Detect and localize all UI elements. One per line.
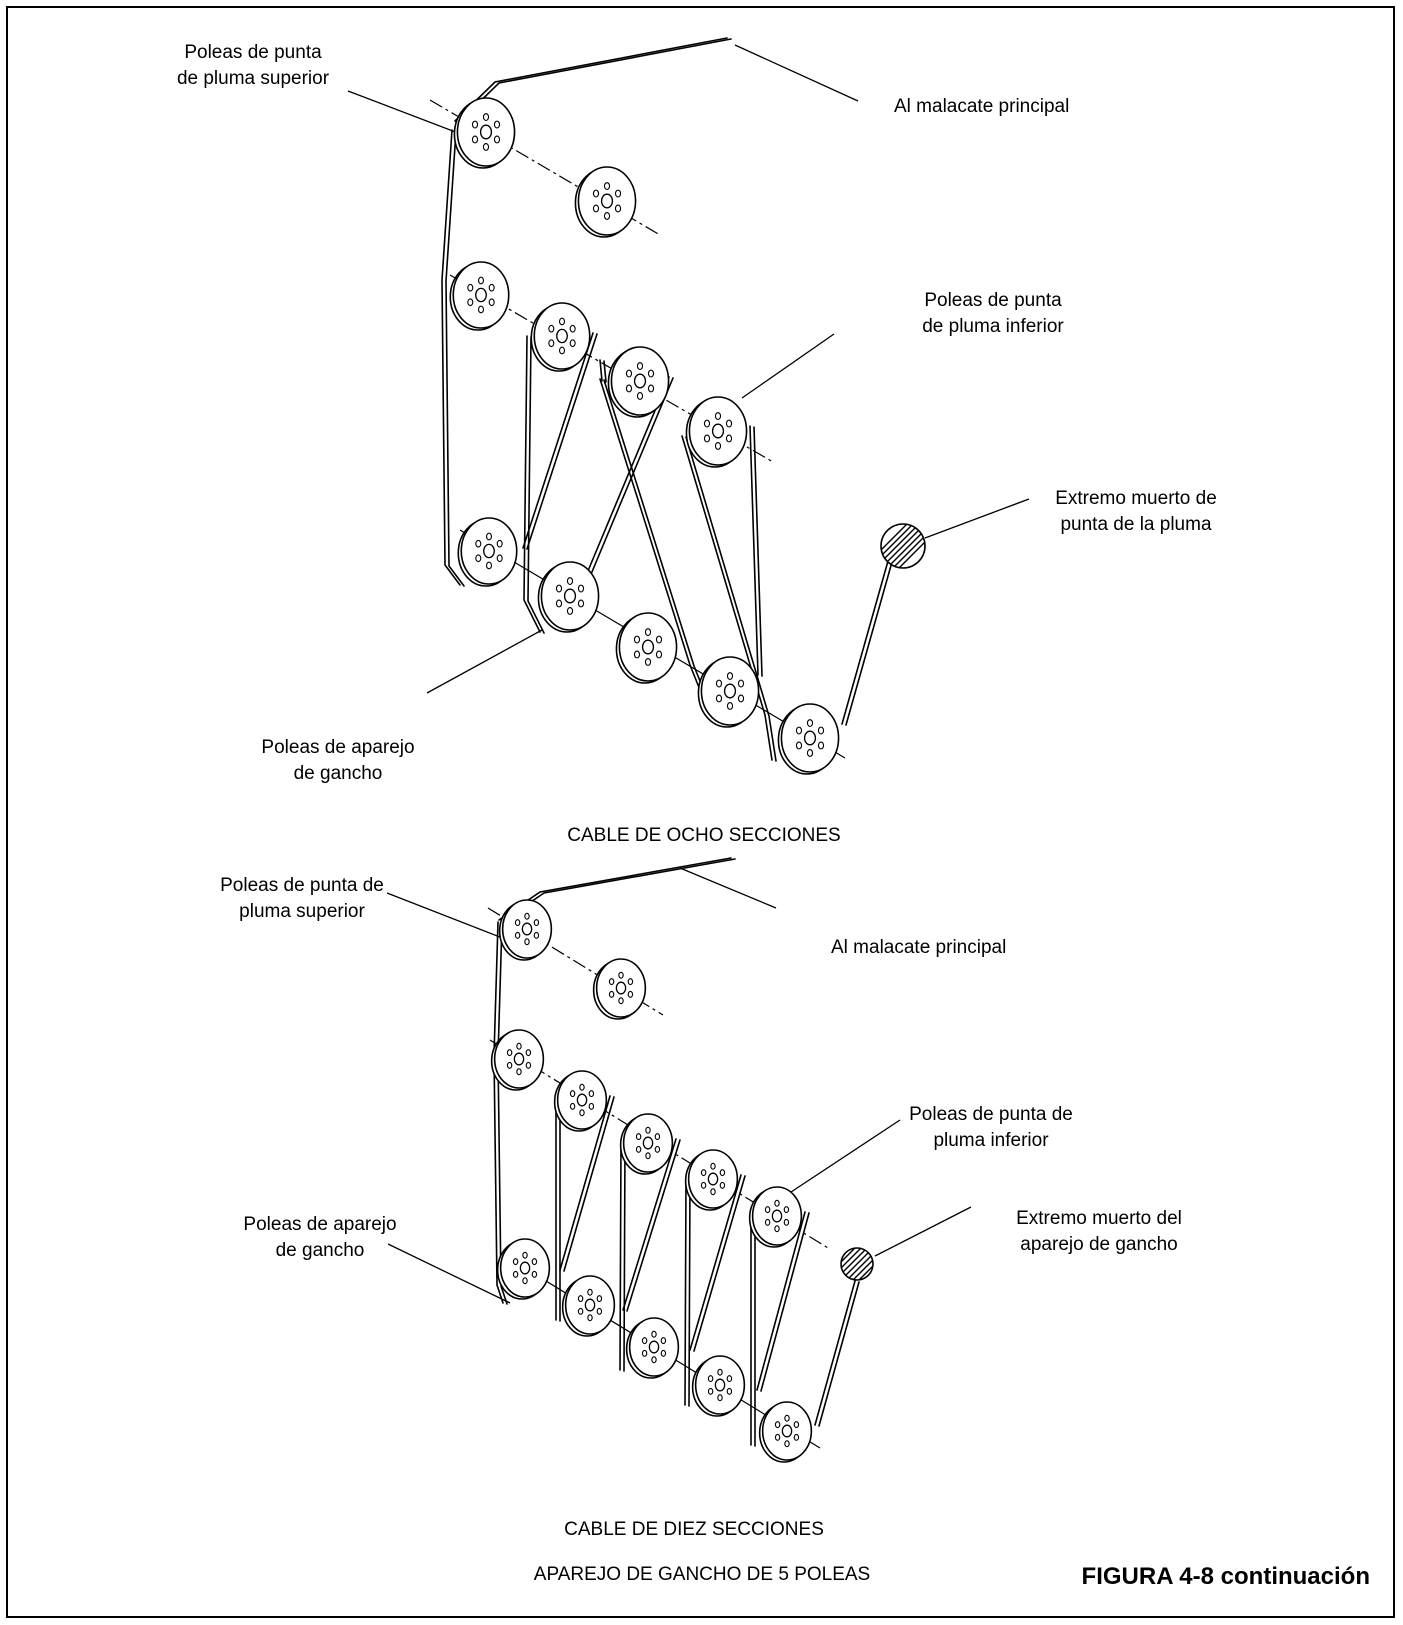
leader-line [874, 1206, 972, 1257]
leader-line [741, 333, 835, 399]
rope-to-dead-end [841, 560, 889, 725]
sheave-2-up1 [498, 899, 553, 961]
rope-part-2 [559, 1095, 611, 1271]
sheave-2-h3 [625, 1317, 680, 1379]
rope-part [599, 359, 603, 382]
rope-part-2 [684, 1177, 687, 1406]
rope-part-2 [622, 1138, 677, 1311]
sheave-b1 [449, 261, 510, 331]
leader-line [386, 892, 511, 942]
sheave-b3 [607, 346, 670, 418]
hook-block-dead-end [840, 1247, 874, 1281]
hook-block-dead-end-label: Extremo muerto del aparejo de gancho [1016, 1208, 1182, 1255]
leader-line [679, 867, 777, 909]
sheave-b2 [530, 302, 591, 372]
rope-part [523, 335, 541, 633]
sheave-2-b1 [490, 1029, 545, 1091]
boom-dead-end-label: Extremo muerto de punta de la pluma [1055, 488, 1217, 535]
leader-line [734, 44, 859, 102]
rope-part [681, 435, 773, 761]
rope-left-run [441, 129, 461, 586]
leader-line [387, 1243, 511, 1304]
sheave-2-h4 [691, 1355, 746, 1417]
rope-part [599, 378, 701, 691]
sheave-2-b5 [748, 1186, 803, 1248]
sheave-2-b2 [553, 1070, 608, 1132]
lower-boom-sheaves-label: Poleas de punta de pluma inferior [922, 290, 1064, 337]
rope-part-2 [619, 1139, 622, 1371]
leader-line [426, 629, 543, 694]
sheave-h5 [777, 703, 840, 775]
sheave-2-h5 [758, 1401, 813, 1463]
leader-line [924, 498, 1030, 539]
sheave-h3 [615, 612, 678, 684]
rope-part [522, 332, 594, 549]
figure-frame [6, 6, 1395, 1618]
upper-boom-sheaves-label-2: Poleas de punta de pluma superior [220, 875, 384, 922]
caption-ten-part-line: CABLE DE DIEZ SECCIONES [564, 1519, 824, 1540]
caption-eight-part-line: CABLE DE OCHO SECCIONES [567, 825, 841, 846]
sheave-h2 [537, 561, 600, 633]
main-hoist-label-2: Al malacate principal [831, 937, 1007, 958]
rope-part [579, 376, 670, 591]
sheave-b4 [685, 396, 748, 468]
sheave-2-h1 [496, 1238, 551, 1300]
boom-dead-end [880, 523, 926, 569]
rope-part-2 [689, 1174, 742, 1351]
leader-line [784, 1119, 901, 1197]
hook-block-sheaves-label-2: Poleas de aparejo de gancho [243, 1214, 397, 1261]
upper-boom-sheaves-label: Poleas de punta de pluma superior [176, 42, 330, 89]
sheave-up2 [574, 166, 637, 238]
rope-left-run-2 [493, 921, 504, 1304]
sheave-h4 [697, 656, 760, 728]
figure-number: FIGURA 4-8 continuación [1081, 1563, 1370, 1590]
hook-block-sheaves-label: Poleas de aparejo de gancho [261, 737, 415, 784]
sheave-h1 [457, 517, 518, 587]
rope-part-2 [756, 1211, 806, 1391]
rope-part [749, 425, 759, 676]
main-hoist-label: Al malacate principal [894, 96, 1070, 117]
sheave-2-b4 [684, 1149, 739, 1211]
sheave-2-h2 [561, 1275, 616, 1337]
sheave-2-up2 [592, 958, 647, 1020]
sheave-up1 [453, 97, 516, 169]
caption-five-sheave-block: APAREJO DE GANCHO DE 5 POLEAS [533, 1564, 871, 1585]
sheave-2-b3 [619, 1113, 674, 1175]
lower-boom-sheaves-label-2: Poleas de punta de pluma inferior [909, 1104, 1073, 1151]
rope-to-dead-end-2 [814, 1280, 856, 1426]
